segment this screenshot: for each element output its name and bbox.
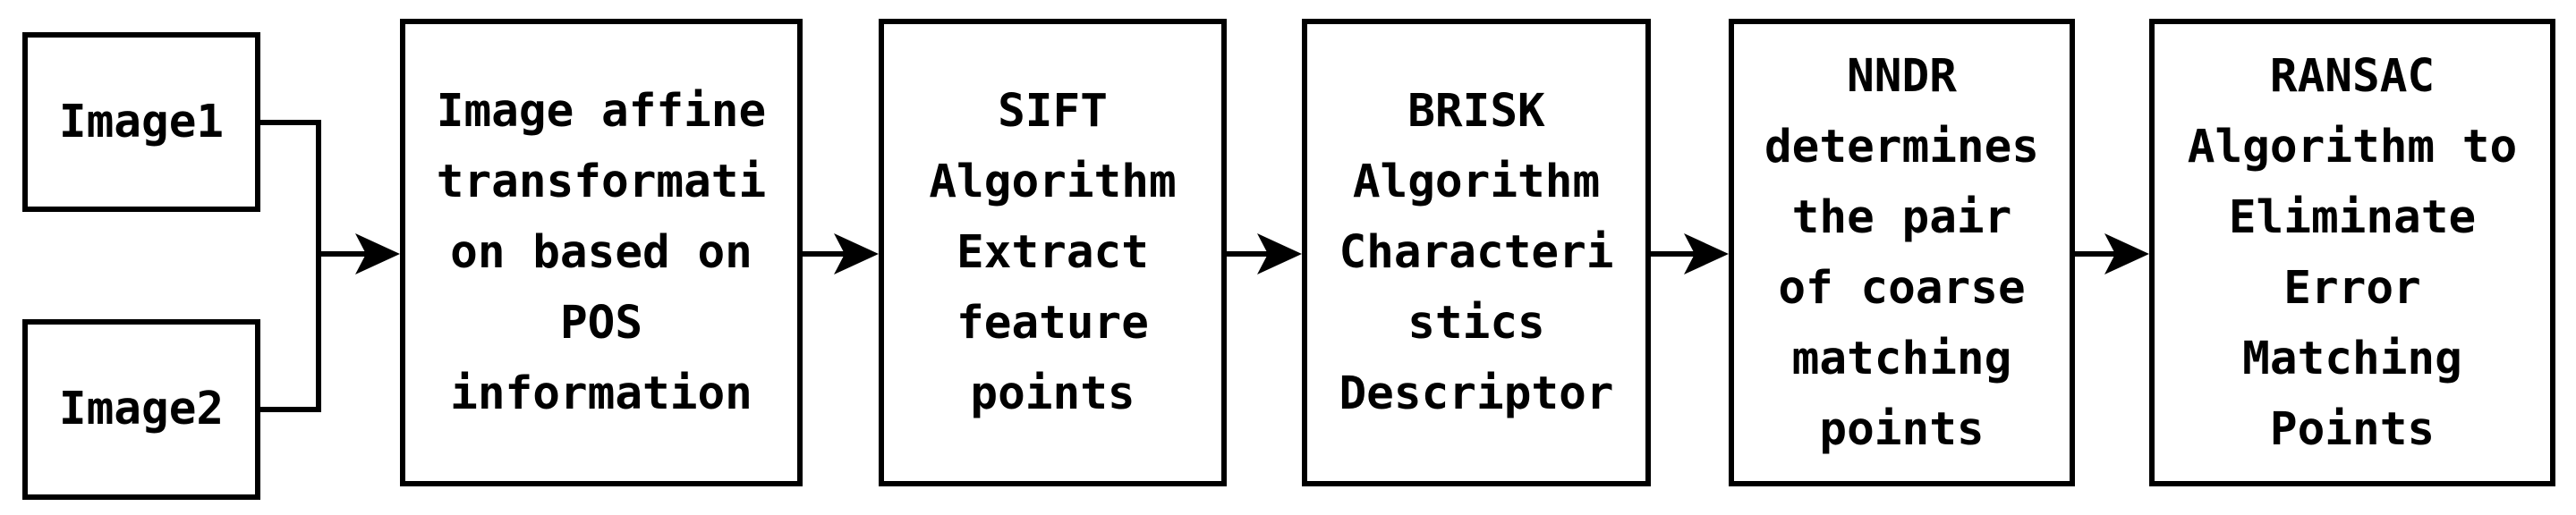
arrowhead-icon: [834, 233, 879, 274]
node-ransac-elimination: RANSAC Algorithm to Eliminate Error Matc…: [2149, 19, 2555, 486]
node-image1: Image1: [22, 32, 260, 212]
node-brisk-algorithm: BRISK Algorithm Characteri stics Descrip…: [1302, 19, 1651, 486]
arrowhead-icon: [1684, 233, 1729, 274]
arrowhead-icon: [355, 233, 400, 274]
node-sift-algorithm: SIFT Algorithm Extract feature points: [879, 19, 1227, 486]
node-image2: Image2: [22, 319, 260, 500]
arrowhead-icon: [2104, 233, 2149, 274]
node-image-affine-transformation: Image affine transformati on based on PO…: [400, 19, 803, 486]
arrowhead-icon: [1257, 233, 1302, 274]
node-nndr-matching: NNDR determines the pair of coarse match…: [1729, 19, 2075, 486]
